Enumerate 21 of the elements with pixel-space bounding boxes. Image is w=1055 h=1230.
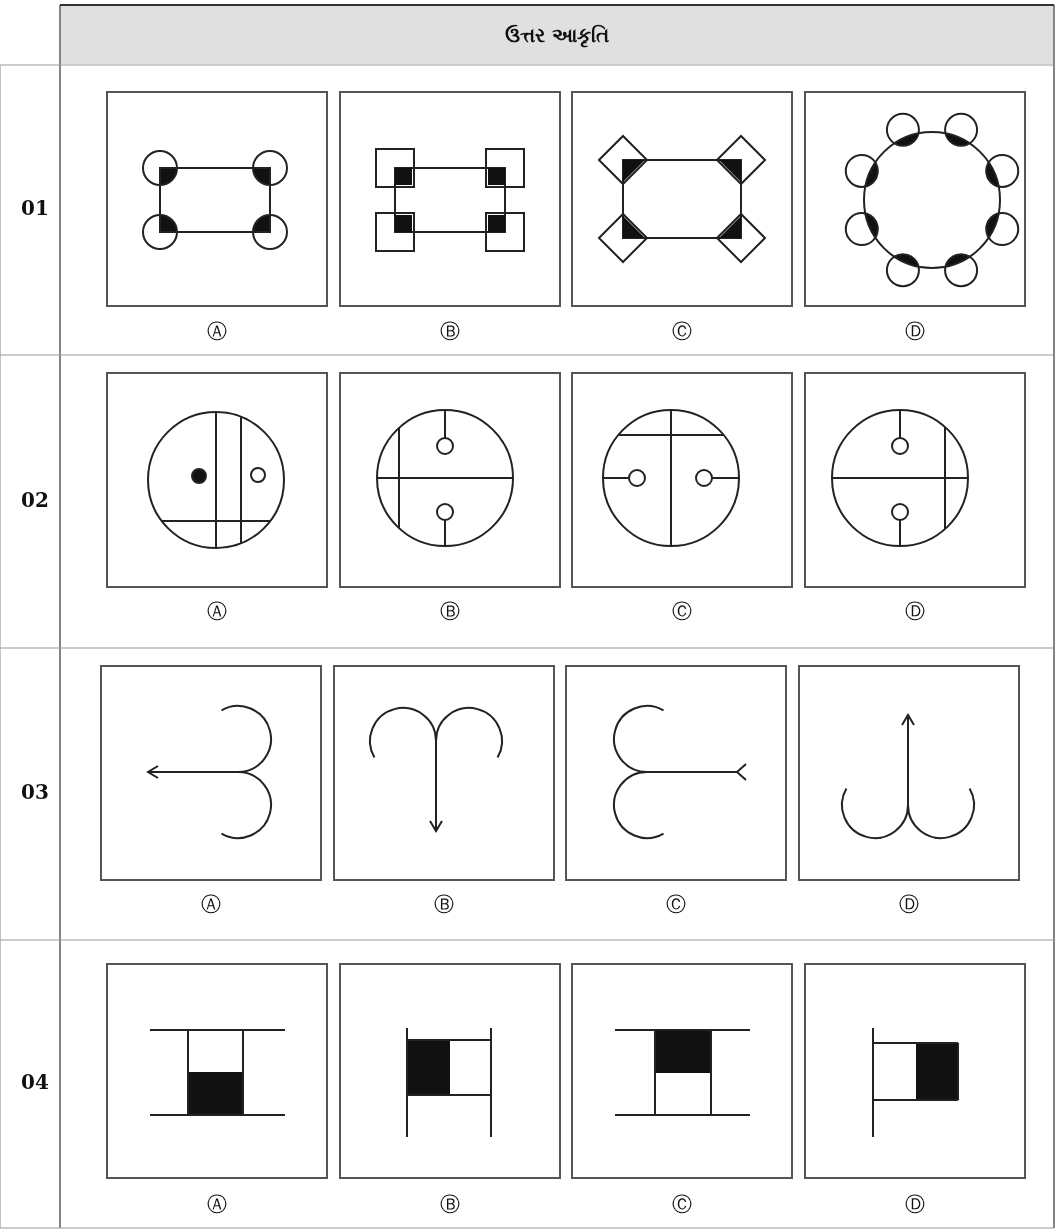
- option-label: Ⓒ: [671, 318, 693, 344]
- option-label: Ⓐ: [206, 598, 228, 624]
- option-label: Ⓓ: [898, 891, 920, 917]
- option-label: Ⓑ: [433, 891, 455, 917]
- row-number: 03: [20, 780, 50, 804]
- option-label: Ⓑ: [439, 1191, 461, 1217]
- row-number: 02: [20, 487, 50, 512]
- option-label: Ⓒ: [671, 598, 693, 624]
- option-label: Ⓓ: [904, 1191, 926, 1217]
- row-number: 04: [20, 1070, 50, 1094]
- option-label: Ⓓ: [904, 598, 926, 624]
- option-label: Ⓓ: [904, 318, 926, 344]
- option-label: Ⓐ: [206, 1191, 228, 1217]
- option-label: Ⓐ: [200, 891, 222, 917]
- table-header: ઉત્તર આકૃતિ: [61, 6, 1053, 64]
- option-label: Ⓑ: [439, 598, 461, 624]
- option-label: Ⓒ: [665, 891, 687, 917]
- option-label: Ⓑ: [439, 318, 461, 344]
- option-label: Ⓐ: [206, 318, 228, 344]
- option-label: Ⓒ: [671, 1191, 693, 1217]
- row-number: 01: [20, 196, 50, 220]
